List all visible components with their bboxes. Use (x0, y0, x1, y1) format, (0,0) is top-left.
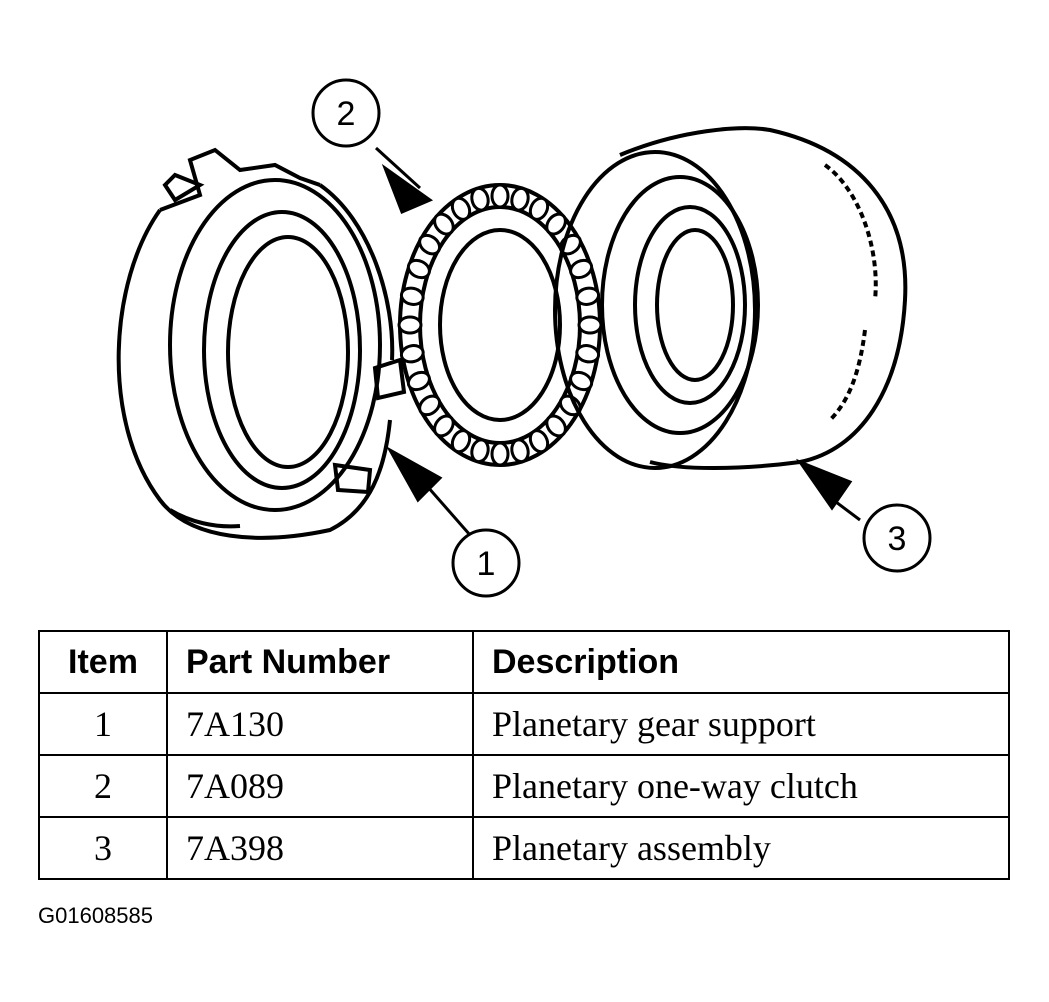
header-description: Description (472, 630, 1010, 694)
roller (433, 212, 455, 236)
roller (406, 370, 431, 392)
cell-description: Planetary gear support (472, 692, 1010, 756)
roller (470, 438, 490, 464)
roller (528, 196, 550, 221)
roller (470, 186, 490, 212)
roller (399, 344, 425, 364)
roller (569, 370, 594, 392)
cell-item: 2 (38, 754, 168, 818)
callout-1: 1 (451, 528, 521, 598)
header-item: Item (38, 630, 168, 694)
roller (577, 315, 603, 335)
roller (510, 186, 530, 212)
roller (418, 394, 442, 417)
table-row: 3 7A398 Planetary assembly (38, 816, 1010, 880)
roller (569, 258, 594, 280)
table-row: 1 7A130 Planetary gear support (38, 692, 1010, 756)
roller (510, 438, 530, 464)
cell-description: Planetary one-way clutch (472, 754, 1010, 818)
roller (433, 414, 455, 438)
table-row: 2 7A089 Planetary one-way clutch (38, 754, 1010, 818)
cell-description: Planetary assembly (472, 816, 1010, 880)
roller (406, 258, 431, 280)
header-part-number: Part Number (166, 630, 474, 694)
planetary-gear-support-drawing (116, 147, 407, 540)
roller (397, 315, 423, 335)
roller (545, 414, 567, 438)
roller (490, 183, 510, 209)
cell-part-number: 7A398 (166, 816, 474, 880)
roller (450, 429, 472, 454)
cell-item: 3 (38, 816, 168, 880)
callout-arrows (374, 146, 861, 536)
roller (490, 441, 510, 467)
svg-text:3: 3 (888, 520, 907, 558)
cell-part-number: 7A089 (166, 754, 474, 818)
table-header-row: Item Part Number Description (38, 630, 1010, 694)
roller (575, 344, 601, 364)
svg-text:1: 1 (477, 545, 496, 583)
roller (545, 212, 567, 236)
callout-2: 2 (311, 78, 381, 148)
roller (399, 286, 425, 306)
figure-code: G01608585 (38, 903, 153, 928)
roller (450, 196, 472, 221)
callout-3: 3 (862, 503, 932, 573)
svg-text:2: 2 (337, 95, 356, 133)
exploded-view-illustration: 2 1 3 (116, 78, 932, 598)
parts-table: Item Part Number Description 1 7A130 Pla… (38, 630, 1010, 880)
roller (528, 429, 550, 454)
cell-item: 1 (38, 692, 168, 756)
roller (575, 286, 601, 306)
roller (418, 233, 442, 256)
cell-part-number: 7A130 (166, 692, 474, 756)
planetary-assembly-drawing (553, 126, 908, 470)
